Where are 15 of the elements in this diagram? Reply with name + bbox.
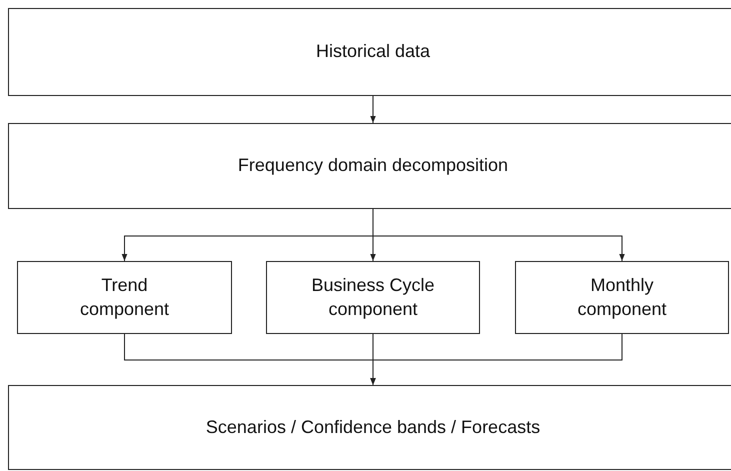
arrow bbox=[370, 96, 376, 124]
box-label: Historical data bbox=[316, 40, 430, 64]
process-box bbox=[515, 261, 729, 334]
box-label: Frequency domain decomposition bbox=[238, 154, 508, 178]
box-label: Trend component bbox=[78, 274, 170, 321]
arrow bbox=[372, 208, 625, 262]
arrow bbox=[370, 334, 622, 386]
process-box bbox=[8, 385, 731, 470]
box-label: Scenarios / Confidence bands / Forecasts bbox=[206, 416, 540, 439]
box-label: Business Cycle component bbox=[310, 274, 436, 321]
process-box bbox=[8, 8, 731, 96]
process-box bbox=[17, 261, 232, 334]
process-box bbox=[266, 261, 480, 334]
box-label: Monthly component bbox=[576, 274, 668, 321]
process-box bbox=[8, 123, 731, 209]
